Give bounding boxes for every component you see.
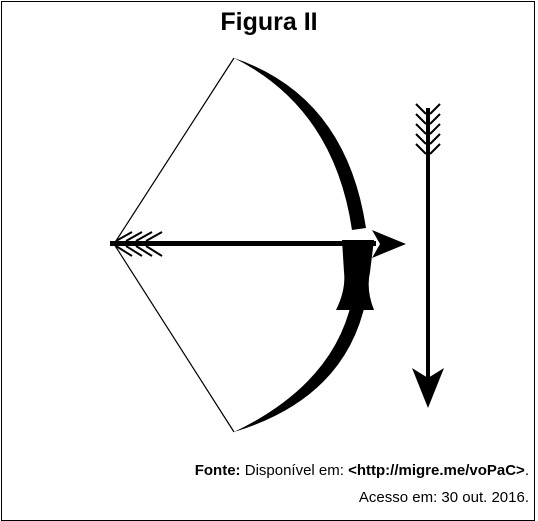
source-link: <http://migre.me/voPaC> xyxy=(348,462,525,479)
vertical-arrow-shaft xyxy=(426,108,430,394)
source-end: . xyxy=(524,462,529,479)
bow-string xyxy=(113,57,235,433)
nocked-arrow-fletching xyxy=(115,231,163,257)
nocked-arrow-head xyxy=(372,230,406,258)
bow-grip xyxy=(336,240,374,310)
bow-limb-lower xyxy=(234,300,366,432)
access-date: Acesso em: 30 out. 2016. xyxy=(358,489,529,506)
bow-limb-upper xyxy=(234,58,366,230)
source-caption: Fonte: Disponível em: <http://migre.me/v… xyxy=(195,462,529,479)
vertical-arrow-fletching xyxy=(415,103,441,155)
vertical-arrow-head xyxy=(412,368,444,408)
nocked-arrow-shaft xyxy=(110,241,376,246)
figure-title: Figura II xyxy=(220,8,318,36)
source-label: Fonte: xyxy=(194,462,241,479)
source-text: Disponível em: xyxy=(244,462,349,479)
